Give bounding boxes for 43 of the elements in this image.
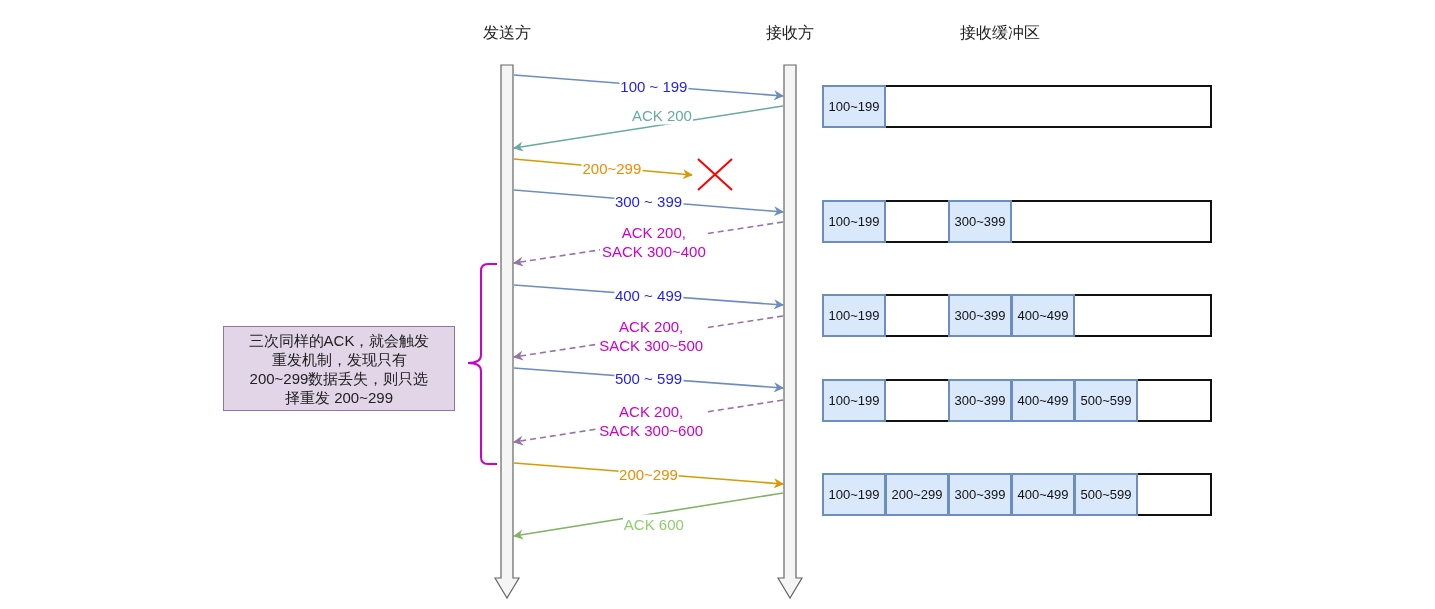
segment-label: 300~399 — [954, 487, 1006, 502]
buffer-segment — [822, 379, 886, 422]
segment-label: 400~499 — [1017, 487, 1069, 502]
buffer-row — [822, 200, 1212, 243]
segment-label: 400~499 — [1017, 308, 1069, 323]
buffer-row — [822, 294, 1212, 337]
buffer-segment — [1074, 473, 1138, 516]
buffer-row — [822, 473, 1212, 516]
buffer-row — [822, 85, 1212, 128]
segment-label: 100~199 — [828, 393, 880, 408]
buffer-segment — [948, 473, 1012, 516]
segment-label: 400~499 — [1017, 393, 1069, 408]
note-box — [223, 326, 455, 411]
buffer-segment — [1074, 379, 1138, 422]
segment-label: 100~199 — [828, 99, 880, 114]
buffer-segment — [822, 200, 886, 243]
message-arrow — [513, 492, 784, 540]
buffer-heading: 接收缓冲区 — [960, 23, 1040, 43]
buffer-segment — [948, 294, 1012, 337]
segment-label: 100~199 — [828, 308, 880, 323]
buffer-row — [822, 379, 1212, 422]
buffer-segment — [822, 85, 886, 128]
lane-heading: 接收方 — [765, 23, 815, 43]
buffer-segment — [1011, 294, 1075, 337]
buffer-segment — [822, 294, 886, 337]
buffer-segment — [885, 473, 949, 516]
segment-label: 100~199 — [828, 214, 880, 229]
buffer-segment — [1011, 379, 1075, 422]
buffer-segment — [948, 379, 1012, 422]
buffer-segment — [1011, 473, 1075, 516]
buffer-segment — [822, 473, 886, 516]
lost-packet-cross-icon — [697, 158, 733, 191]
segment-label: 300~399 — [954, 308, 1006, 323]
lane-heading: 发送方 — [482, 23, 532, 43]
message-arrow — [513, 105, 784, 152]
buffer-segment — [948, 200, 1012, 243]
segment-label: 500~599 — [1080, 393, 1132, 408]
segment-label: 300~399 — [954, 214, 1006, 229]
segment-label: 500~599 — [1080, 487, 1132, 502]
segment-label: 200~299 — [891, 487, 943, 502]
segment-label: 100~199 — [828, 487, 880, 502]
note-text: 三次同样的ACK，就会触发重发机制，发现只有200~299数据丢失，则只选择重发 200~299 — [247, 330, 431, 407]
segment-label: 300~399 — [954, 393, 1006, 408]
